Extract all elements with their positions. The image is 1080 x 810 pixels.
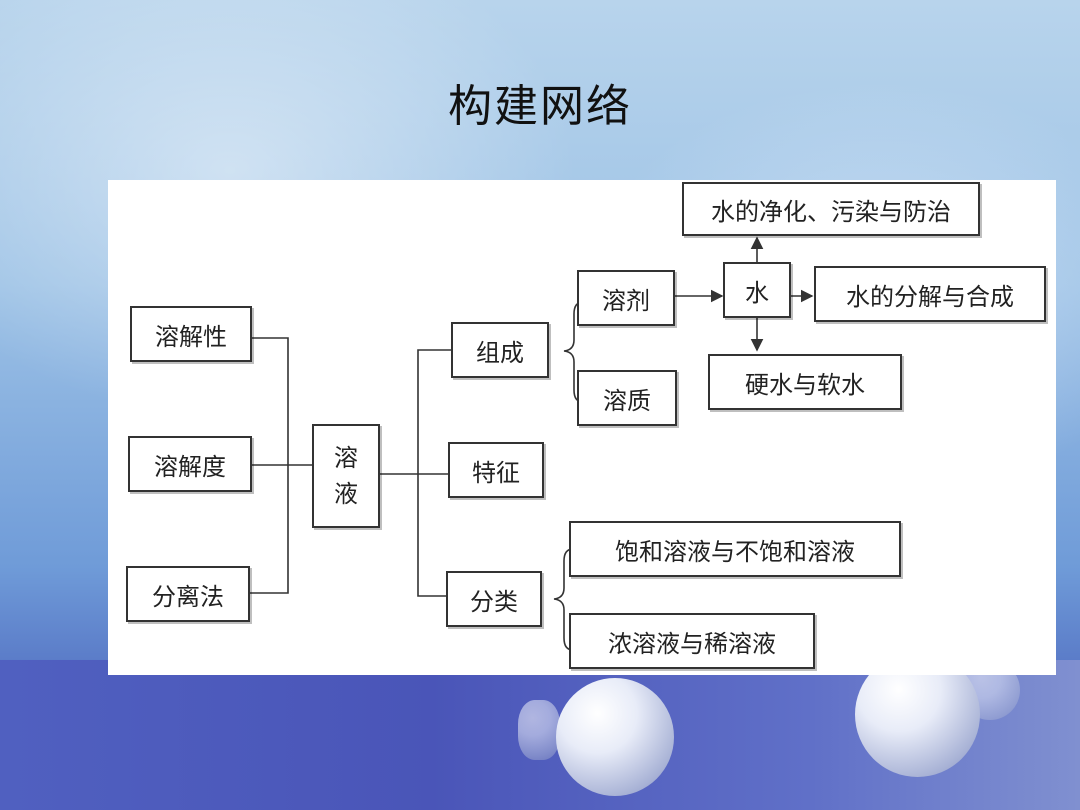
decorative-sphere: [556, 678, 674, 796]
concept-map-panel: 溶解性 溶解度 分离法 溶 液 组成 特征 分类 溶剂 溶质 水 水的净化、污染…: [108, 180, 1056, 675]
node-solution: 溶 液: [312, 424, 380, 528]
node-solute: 溶质: [577, 370, 677, 426]
node-solvent: 溶剂: [577, 270, 675, 326]
slide-title: 构建网络: [448, 81, 632, 132]
node-water-decomposition: 水的分解与合成: [814, 266, 1046, 322]
node-hard-soft-water: 硬水与软水: [708, 354, 902, 410]
node-concentrated-solution: 浓溶液与稀溶液: [569, 613, 815, 669]
branch-connector: [417, 349, 451, 597]
composition-brace: [563, 301, 584, 403]
connector-lines: [250, 236, 814, 651]
node-saturated-solution: 饱和溶液与不饱和溶液: [569, 521, 901, 577]
node-solubility-property: 溶解性: [130, 306, 252, 362]
node-water-purification: 水的净化、污染与防治: [682, 182, 980, 236]
node-solution-line2: 液: [334, 480, 358, 508]
node-composition: 组成: [451, 322, 549, 378]
node-features: 特征: [448, 442, 544, 498]
node-separation-method: 分离法: [126, 566, 250, 622]
node-water: 水: [723, 262, 791, 318]
node-solubility: 溶解度: [128, 436, 252, 492]
node-solution-line1: 溶: [334, 444, 358, 472]
decorative-sphere: [518, 700, 560, 760]
node-classification: 分类: [446, 571, 542, 627]
classification-brace: [553, 548, 574, 651]
